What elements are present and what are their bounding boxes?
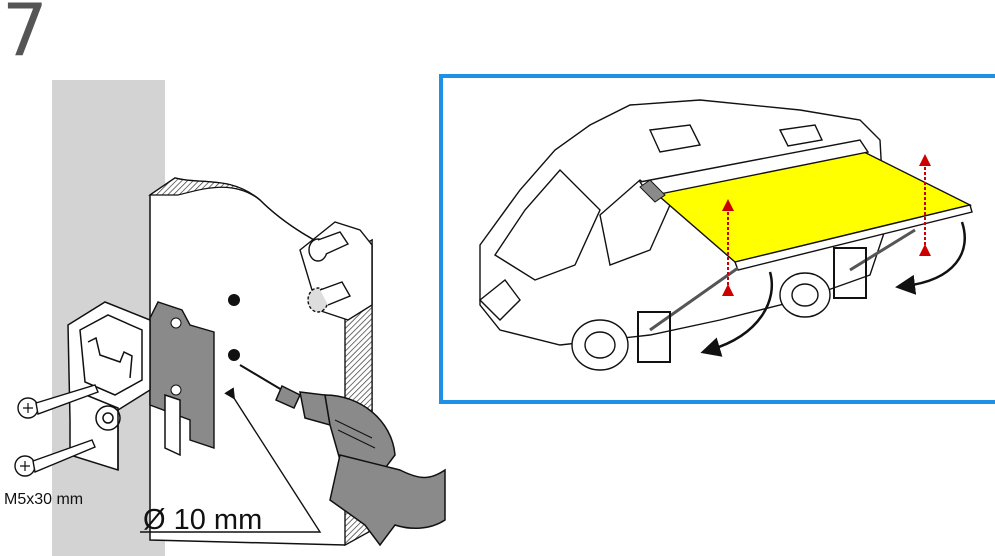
hole-diameter-label: Ø 10 mm [143,504,263,536]
rotation-arrow-left [700,271,773,357]
rotation-arrow-right [895,221,966,295]
power-drill [239,364,446,547]
drill-hole-lower [228,349,240,361]
mount-highlight-left [637,311,671,363]
awning-bracket [67,301,181,472]
wall-bracket-upper [299,221,373,321]
step-number: 7 [2,0,48,72]
drill-hole-upper [228,294,240,306]
screw-lower [14,439,96,477]
screw-size-label: M5x30 mm [4,491,84,508]
diameter-leader [140,387,322,533]
screw-upper [17,384,99,419]
height-arrows [722,154,931,296]
mount-highlight-right [833,247,867,299]
